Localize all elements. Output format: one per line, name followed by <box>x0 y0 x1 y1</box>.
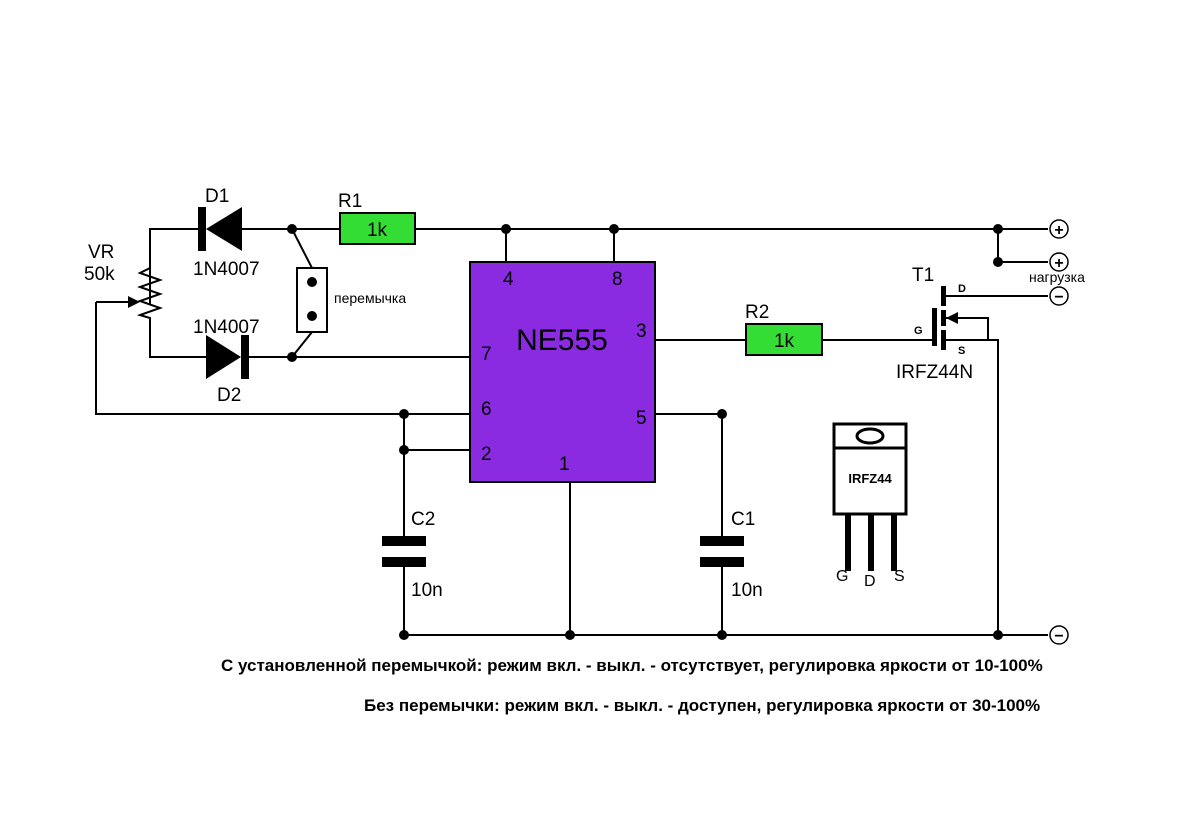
wire-source <box>946 339 999 635</box>
load-label: нагрузка <box>1029 269 1085 285</box>
c1-ref: C1 <box>731 509 755 530</box>
t1-ref: T1 <box>912 265 934 286</box>
ic-pin: 3 <box>636 321 647 342</box>
note-with-jumper: С установленной перемычкой: режим вкл. -… <box>221 656 1043 675</box>
terminals: + + нагрузка − − <box>1029 219 1085 645</box>
terminal-load-plus-label: + <box>1054 255 1063 272</box>
ic-pin: 8 <box>612 269 623 290</box>
t1-pin-s: S <box>958 345 965 357</box>
mosfet-t1: T1 IRFZ44N D G S <box>896 265 989 383</box>
d2-ref: D2 <box>217 385 241 406</box>
capacitor-c2: C2 10n <box>382 509 443 601</box>
ic-pin: 6 <box>481 399 492 420</box>
ic-name: NE555 <box>516 324 608 357</box>
diode-d1: D1 1N4007 <box>193 186 260 280</box>
wire-wiper-feedback <box>95 302 470 415</box>
terminal-load-minus-label: − <box>1054 289 1063 306</box>
wire-top-rail-left <box>149 228 198 305</box>
jumper: перемычка <box>296 267 406 333</box>
resistor-r1: 1k R1 <box>338 191 416 245</box>
jumper-label: перемычка <box>334 290 406 306</box>
junction-dot <box>993 257 1003 267</box>
ic-pin: 2 <box>481 444 492 465</box>
wire-jumper-bottom <box>291 331 313 358</box>
r2-ref: R2 <box>745 302 769 323</box>
r2-value: 1k <box>774 331 795 352</box>
terminal-load-minus <box>1049 286 1069 306</box>
r1-ref: R1 <box>338 191 362 212</box>
c1-value: 10n <box>731 580 763 601</box>
wire-load-plus <box>997 229 1048 263</box>
ic-ne555: NE555 4 8 7 6 2 1 3 5 <box>469 261 656 483</box>
d2-value: 1N4007 <box>193 317 260 338</box>
junction-dot <box>993 630 1003 640</box>
wire-pot-bottom <box>149 318 206 358</box>
package-lead-s: S <box>894 568 905 585</box>
r1-value: 1k <box>367 220 388 241</box>
t1-pin-d: D <box>958 283 966 295</box>
resistor-r2: 1k R2 <box>745 302 823 356</box>
package-label: IRFZ44 <box>848 471 892 486</box>
to220-package: IRFZ44 G D S <box>832 422 908 590</box>
ic-pin: 7 <box>481 344 492 365</box>
ic-pin: 5 <box>636 408 647 429</box>
ic-pin: 4 <box>503 269 514 290</box>
ic-pin: 1 <box>559 454 570 475</box>
junction-dot <box>717 409 727 419</box>
wire-pin5 <box>655 413 723 536</box>
c2-value: 10n <box>411 580 443 601</box>
capacitor-c1: C1 10n <box>700 509 763 601</box>
junction-dot <box>287 352 297 362</box>
terminal-minus-label: − <box>1054 628 1063 645</box>
t1-pin-g: G <box>914 325 923 337</box>
junctions <box>287 224 1003 640</box>
package-lead-d: D <box>864 573 876 590</box>
package-lead-g: G <box>836 568 848 585</box>
t1-part: IRFZ44N <box>896 362 973 383</box>
junction-dot <box>287 224 297 234</box>
vr-value: 50k <box>84 264 115 285</box>
junction-dot <box>565 630 575 640</box>
junction-dot <box>609 224 619 234</box>
terminal-minus <box>1049 625 1069 645</box>
note-without-jumper: Без перемычки: режим вкл. - выкл. - дост… <box>364 696 1041 715</box>
c2-ref: C2 <box>411 509 435 530</box>
junction-dot <box>399 445 409 455</box>
d1-value: 1N4007 <box>193 259 260 280</box>
potentiometer-vr: VR 50k <box>84 242 164 324</box>
junction-dot <box>501 224 511 234</box>
d1-ref: D1 <box>205 186 229 207</box>
junction-dot <box>399 409 409 419</box>
wire-jumper-top <box>291 228 313 269</box>
junction-dot <box>993 224 1003 234</box>
junction-dot <box>399 630 409 640</box>
terminal-plus <box>1049 219 1069 239</box>
vr-ref: VR <box>88 242 114 263</box>
diode-d2: 1N4007 D2 <box>193 317 260 406</box>
terminal-plus-label: + <box>1054 222 1063 239</box>
terminal-load-plus <box>1049 252 1069 272</box>
junction-dot <box>717 630 727 640</box>
